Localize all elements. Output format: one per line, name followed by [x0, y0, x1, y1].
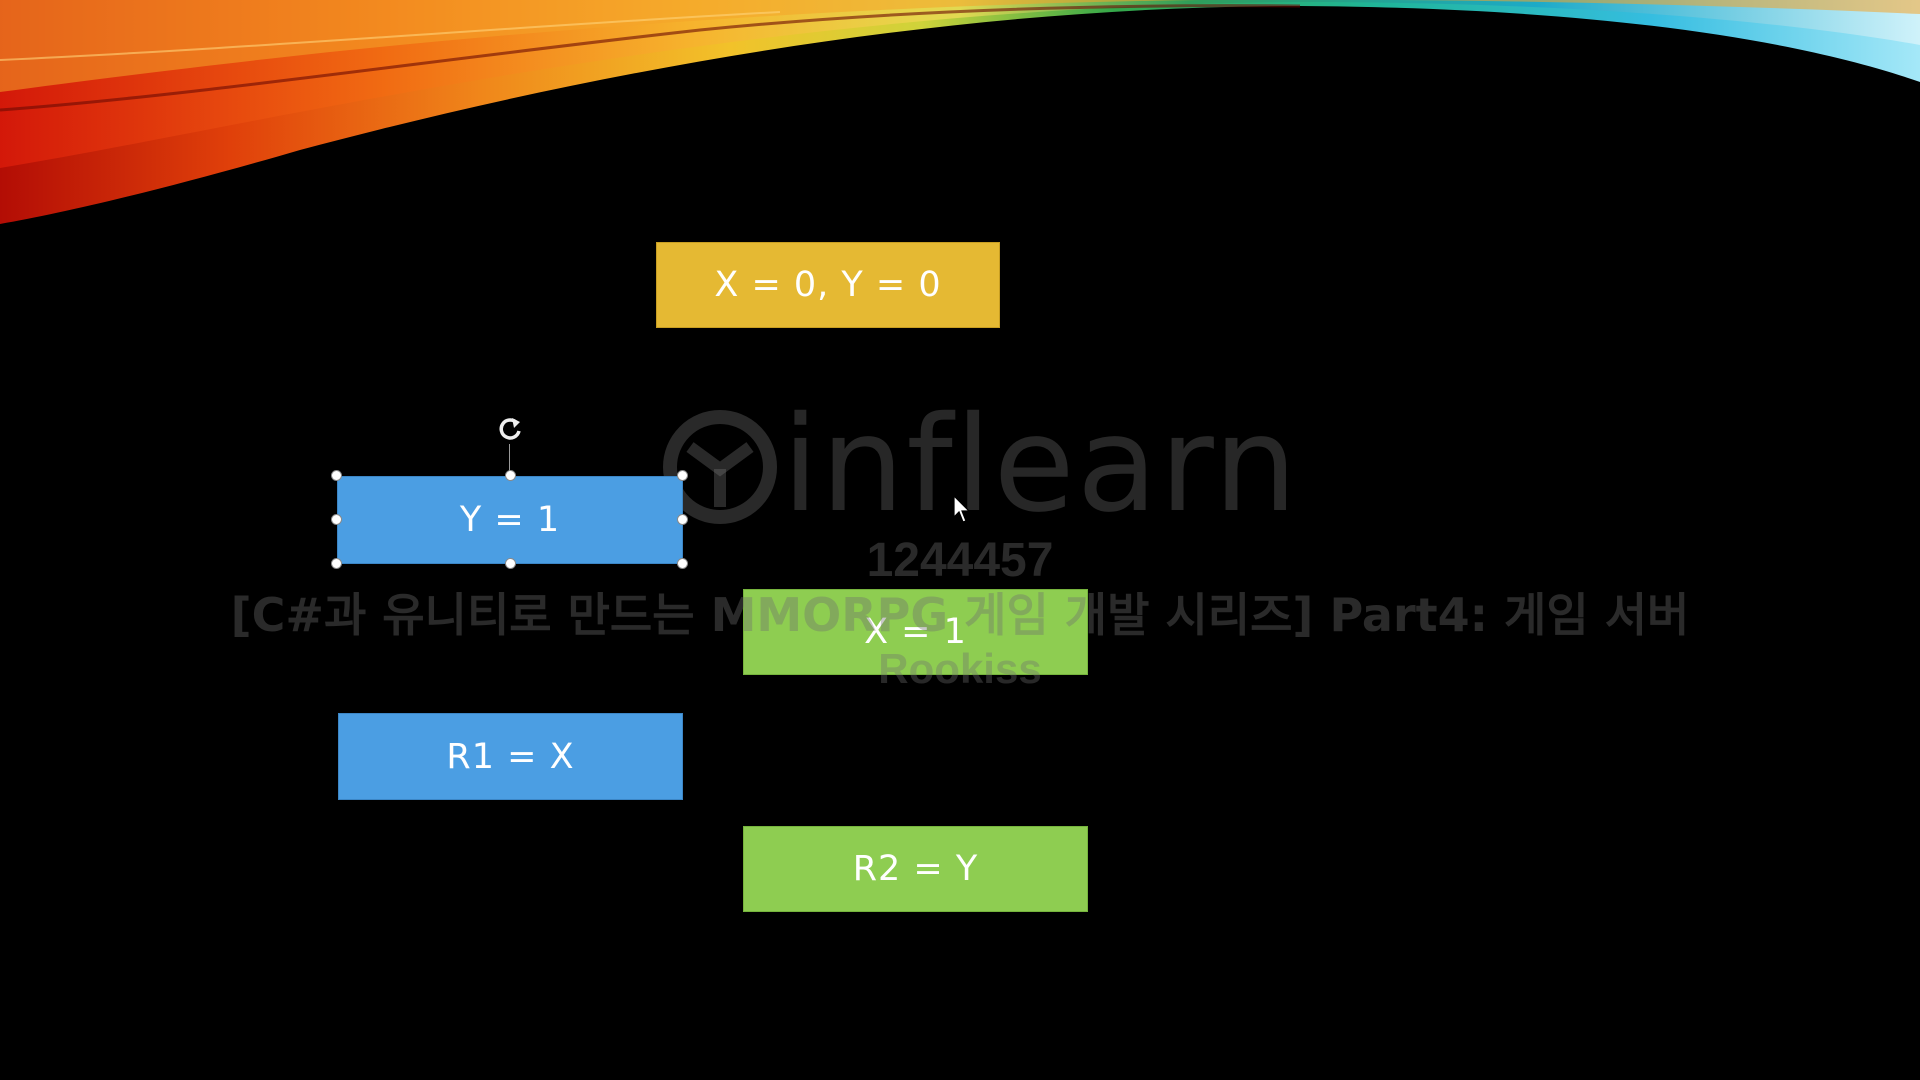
rotate-icon[interactable] [495, 414, 525, 444]
resize-handle-top-middle[interactable] [505, 470, 516, 481]
thread1-y1-box[interactable]: Y = 1 [337, 476, 683, 564]
resize-handle-middle-left[interactable] [331, 514, 342, 525]
resize-handle-bottom-right[interactable] [677, 558, 688, 569]
thread2-x1-box[interactable]: X = 1 [743, 589, 1088, 675]
rainbow-swoosh-decoration [0, 0, 1920, 224]
resize-handle-middle-right[interactable] [677, 514, 688, 525]
resize-handle-bottom-middle[interactable] [505, 558, 516, 569]
watermark-logo-text: inflearn [782, 388, 1300, 542]
resize-handle-top-right[interactable] [677, 470, 688, 481]
thread2-r2-box[interactable]: R2 = Y [743, 826, 1088, 912]
watermark-id: 1244457 [866, 534, 1054, 587]
thread1-r1-box[interactable]: R1 = X [338, 713, 683, 800]
resize-handle-top-left[interactable] [331, 470, 342, 481]
init-box[interactable]: X = 0, Y = 0 [656, 242, 1000, 328]
resize-handle-bottom-left[interactable] [331, 558, 342, 569]
mouse-pointer-icon [953, 495, 971, 523]
rotate-handle-stem [509, 444, 510, 474]
